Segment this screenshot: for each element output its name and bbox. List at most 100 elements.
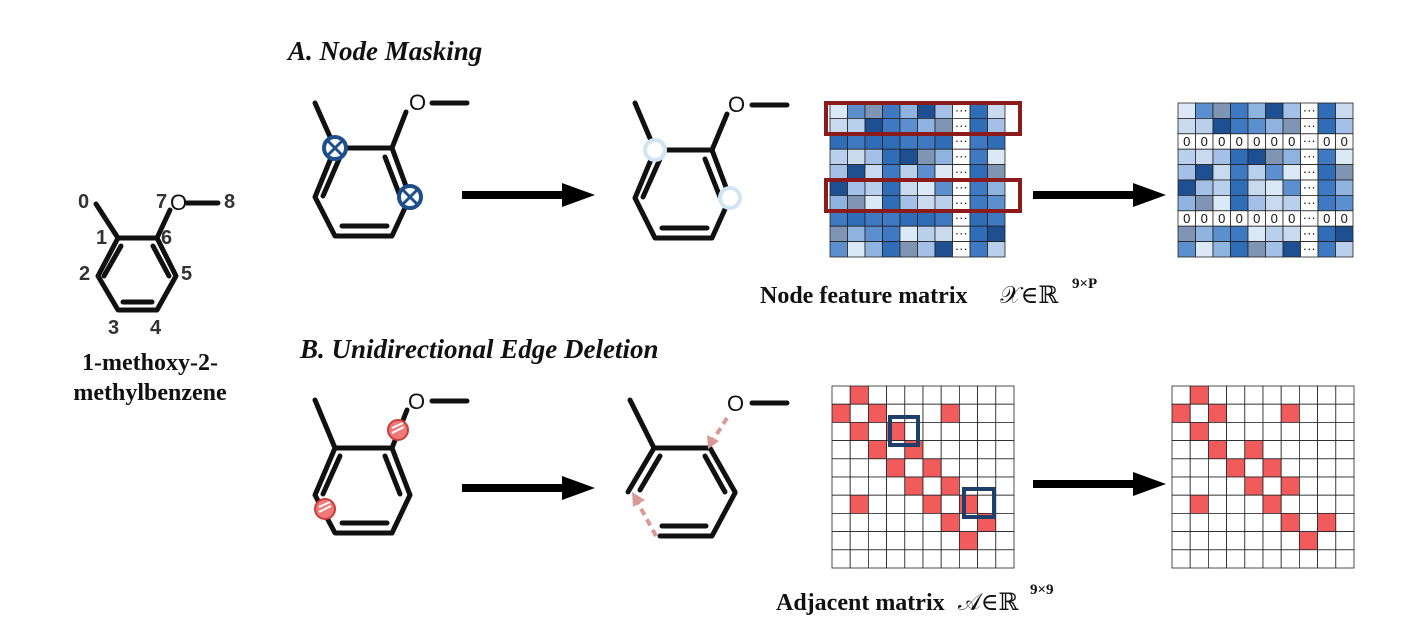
adjacency-cell-filled	[849, 385, 869, 405]
adjacency-cell	[995, 549, 1015, 569]
adjacency-cell-filled	[868, 403, 888, 423]
feature-cell	[917, 225, 936, 242]
feature-cell	[899, 164, 918, 181]
adjacency-cell-filled	[1208, 403, 1228, 423]
feature-cell	[969, 194, 988, 212]
molecule-a-original: O	[312, 90, 470, 239]
arrow-right-icon	[1033, 183, 1166, 207]
deleted-edge-arrow-icon	[707, 416, 729, 449]
feature-cell	[1335, 179, 1354, 196]
adjacency-cell	[1244, 531, 1264, 551]
feature-cell	[934, 179, 953, 196]
ellipsis-label: ···	[955, 164, 968, 179]
feature-cell	[847, 194, 866, 212]
ellipsis-label: ···	[1303, 118, 1316, 133]
adjacency-cell	[1171, 549, 1191, 569]
feature-cell	[1282, 102, 1301, 119]
adjacency-cell	[1280, 531, 1300, 551]
adjacency-cell-filled	[1299, 531, 1319, 551]
feature-cell	[1282, 241, 1301, 258]
feature-cell	[1282, 225, 1301, 242]
arrow-right-icon	[1033, 472, 1166, 496]
adjacency-cell	[1244, 385, 1264, 405]
adjacency-cell	[1189, 476, 1209, 496]
oxygen-label: O	[728, 92, 745, 117]
mask-marker-icon	[322, 135, 348, 161]
adjacency-cell	[1262, 549, 1282, 569]
adjacency-cell-filled	[940, 403, 960, 423]
atom-index: 3	[108, 317, 119, 339]
adjacency-cell-filled	[1262, 494, 1282, 514]
feature-cell	[934, 148, 953, 165]
feature-cell	[1335, 225, 1354, 242]
feature-cell	[1212, 148, 1231, 165]
masked-node-icon	[718, 186, 742, 210]
adjacency-cell	[995, 531, 1015, 551]
adjacency-cell	[849, 458, 869, 478]
feature-cell	[1282, 194, 1301, 212]
adjacency-cell	[977, 458, 997, 478]
adjacency-cell	[995, 421, 1015, 441]
adjacency-cell	[886, 549, 906, 569]
molecule-a-masked: O	[632, 92, 790, 241]
adjacency-cell	[868, 549, 888, 569]
feature-cell	[1317, 179, 1336, 196]
adjacency-cell	[1208, 458, 1228, 478]
feature-cell	[899, 210, 918, 227]
masked-node-icon	[643, 138, 667, 162]
feature-cell	[1317, 118, 1336, 135]
adjacency-cell	[1335, 440, 1355, 460]
feature-cell	[969, 102, 988, 119]
adjacency-cell	[1208, 421, 1228, 441]
adjacency-cell-filled	[868, 440, 888, 460]
adjacency-cell	[849, 440, 869, 460]
adjacency-cell	[904, 421, 924, 441]
masked-zero-label: 0	[1183, 134, 1190, 149]
feature-cell	[882, 179, 901, 196]
ellipsis-label: ···	[1303, 164, 1316, 179]
feature-cell	[934, 194, 953, 212]
adjacency-cell	[922, 531, 942, 551]
molecule-b-edited: O	[625, 391, 790, 539]
feature-cell	[864, 241, 883, 258]
adjacency-cell	[1189, 531, 1209, 551]
ellipsis-label: ···	[955, 179, 968, 194]
adjacency-cell	[904, 458, 924, 478]
feature-cell	[864, 225, 883, 242]
feature-cell	[1177, 225, 1196, 242]
feature-cell	[1317, 241, 1336, 258]
feature-cell	[847, 118, 866, 135]
adjacency-cell	[831, 440, 851, 460]
adjacency-cell	[940, 494, 960, 514]
feature-cell	[1212, 241, 1231, 258]
ellipsis-label: ···	[955, 241, 968, 256]
adjacency-cell	[904, 494, 924, 514]
adjacency-cell	[1208, 513, 1228, 533]
feature-cell	[934, 102, 953, 119]
masked-zero-label: 0	[1341, 134, 1348, 149]
feature-cell	[987, 194, 1006, 212]
atom-index: 7	[156, 191, 167, 213]
adjacency-cell	[995, 476, 1015, 496]
feature-cell	[882, 148, 901, 165]
feature-cell	[864, 179, 883, 196]
adjacency-cell	[831, 531, 851, 551]
feature-cell	[899, 102, 918, 119]
adjacency-cell	[1244, 494, 1264, 514]
adjacency-cell	[868, 476, 888, 496]
adjacency-caption: Adjacent matrix	[776, 590, 945, 616]
feature-cell	[1195, 179, 1214, 196]
mask-marker-icon	[397, 184, 423, 210]
feature-cell	[1230, 241, 1249, 258]
adjacency-cell	[959, 403, 979, 423]
feature-cell	[1230, 179, 1249, 196]
adjacency-cell-filled	[1280, 476, 1300, 496]
feature-cell	[1230, 225, 1249, 242]
adjacency-cell-filled	[1171, 403, 1191, 423]
oxygen-label: O	[408, 389, 425, 414]
adjacency-cell	[1226, 440, 1246, 460]
node-feature-dim: 9×P	[1072, 276, 1097, 292]
feature-cell	[1177, 241, 1196, 258]
adjacency-cell	[1189, 458, 1209, 478]
adjacency-cell	[1189, 549, 1209, 569]
